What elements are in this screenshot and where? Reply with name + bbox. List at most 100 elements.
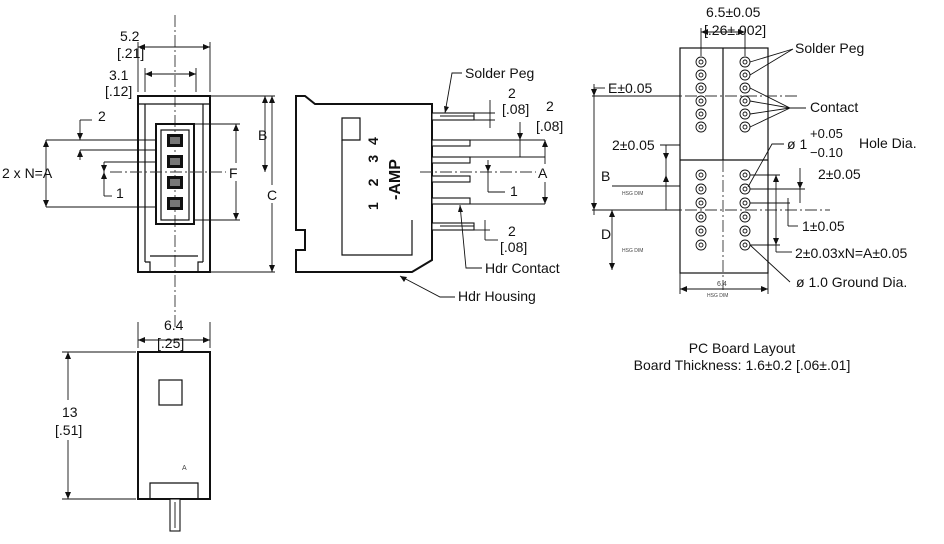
pcb-label-b: B: [601, 168, 610, 184]
side-hdr-contact-leader: [459, 204, 482, 269]
dim-52-mm: 5.2: [120, 28, 140, 44]
side-dim-contact-arrow: [517, 133, 523, 140]
pcb-hsg-note-d: HSG DIM: [622, 248, 643, 254]
front-pin-4-core: [170, 200, 180, 207]
pcb-solder-peg-leaders: [749, 48, 794, 76]
pcb-caption: PC Board Layout Board Thickness: 1.6±0.2…: [634, 340, 851, 373]
pcb-holes-top-left: [695, 56, 707, 133]
side-solder-peg-arrow: [444, 106, 449, 113]
pcb-hole-inner: [742, 172, 748, 178]
side-housing-outline: [295, 95, 433, 273]
pcb-hole-inner: [698, 124, 704, 130]
dim-64-in: [.25]: [157, 335, 184, 351]
pcb-dim-pitch-arrow: [797, 182, 803, 189]
side-solder-peg-top: [431, 112, 475, 121]
front-pin-1-core: [170, 137, 180, 144]
side-notch-top: [341, 117, 361, 141]
front-pin-squares: [167, 134, 183, 210]
pcb-hole-inner: [698, 59, 704, 65]
side-dim-peg-in: [.08]: [502, 101, 529, 117]
side-solder-peg-bottom: [431, 222, 475, 231]
side-solder-peg-leader: [444, 72, 462, 114]
pcb-hole-inner: [698, 214, 704, 220]
side-hdr-housing-arrow: [400, 276, 407, 282]
dim-2-arrow-b: [77, 150, 83, 157]
pcb-hole-inner: [742, 72, 748, 78]
pcb-dim-d-arrows: [609, 210, 615, 270]
pcb-ground-dia-label: ø 1.0 Ground Dia.: [796, 274, 907, 290]
pcb-hole-inner: [698, 172, 704, 178]
side-solder-peg-label: Solder Peg: [465, 65, 534, 81]
side-dim-a-arrows: [542, 140, 548, 204]
pcb-hole-inner: [742, 228, 748, 234]
pcb-hole-inner: [742, 200, 748, 206]
dim-f-bg: [226, 163, 244, 181]
pcb-holes-bottom-left: [695, 169, 707, 251]
dim-13-in: [.51]: [55, 422, 82, 438]
pcb-dim-65-in: [.26±.002]: [704, 22, 766, 38]
pcb-hsg-note-b: HSG DIM: [622, 191, 643, 197]
side-pin-1: [431, 139, 471, 147]
dim-13-bg: [52, 400, 86, 440]
pcb-hole-inner: [742, 124, 748, 130]
caption-title: PC Board Layout: [689, 340, 796, 356]
dim-2-arrow: [77, 133, 83, 140]
pcb-hole-inner: [698, 242, 704, 248]
side-dim-a-bg: [536, 164, 552, 182]
pcb-holes: [695, 56, 751, 251]
pcb-dim-bottom-note: HSG DIM: [707, 293, 728, 299]
side-notch-bottom: [341, 220, 413, 256]
side-view: 4 1 2 3 -AMP Solder Peg 2 [.08] 2: [295, 65, 563, 304]
pcb-hole-inner: [698, 200, 704, 206]
pcb-hole-inner: [742, 242, 748, 248]
side-dim-peg-mm: 2: [508, 85, 516, 101]
dim-b-label: B: [258, 127, 267, 143]
pcb-holes-top-right: [739, 56, 751, 133]
front-housing-outline: [137, 95, 211, 273]
front-view: 5.2 [.21] 3.1 [.12] 2 x N=A 2 1: [2, 15, 279, 330]
bottom-window: [158, 379, 183, 406]
dim-2xn-label: 2 x N=A: [2, 165, 53, 181]
pcb-hole-inner: [698, 228, 704, 234]
side-hdr-contact-arrow: [458, 205, 463, 212]
dim-52-in: [.21]: [117, 45, 144, 61]
bottom-view: A 6.4 [.25] 13 [.51]: [52, 317, 211, 532]
pcb-dim-formula-arrows: [773, 175, 779, 245]
front-pin-2-core: [170, 158, 180, 165]
side-pin-2: [431, 156, 471, 164]
side-pin-number-4: 4: [365, 137, 381, 145]
pcb-dim-pitch-label: 2±0.05: [818, 166, 861, 182]
dim-c-bg: [265, 185, 279, 203]
caption-thickness: Board Thickness: 1.6±0.2 [.06±.01]: [634, 357, 851, 373]
side-dim-contact-mm: 2: [546, 98, 554, 114]
bottom-foot: [149, 482, 199, 499]
side-dim-bottom-mm: 2: [508, 223, 516, 239]
dim-f-label: F: [229, 165, 238, 181]
side-pins: [431, 112, 475, 231]
pcb-hole-tol-minus: −0.10: [810, 145, 843, 160]
pcb-hole-dia-prefix: ø 1: [787, 136, 807, 152]
pcb-hole-inner: [698, 111, 704, 117]
dim-c-label: C: [267, 187, 277, 203]
bottom-marker: A: [182, 465, 187, 472]
dim-1-arrows: [101, 165, 107, 179]
front-pin-window-inner: [160, 129, 190, 221]
dim-31-in: [.12]: [105, 83, 132, 99]
front-pin-3-core: [170, 179, 180, 186]
pcb-hole-inner: [698, 85, 704, 91]
pcb-hole-inner: [698, 186, 704, 192]
pcb-contact-label: Contact: [810, 99, 858, 115]
pcb-dim-row-arrows: [663, 153, 669, 182]
pcb-hole-inner: [742, 186, 748, 192]
dim-1-label: 1: [116, 185, 124, 201]
pcb-dim-formula-label: 2±0.03xN=A±0.05: [795, 245, 907, 261]
side-dim-1-arrow: [485, 165, 491, 172]
side-dim-contact-in: [.08]: [536, 118, 563, 134]
pcb-holes-bottom-right: [739, 169, 751, 251]
dim-31-mm: 3.1: [109, 67, 129, 83]
pcb-hole-tol-plus: +0.05: [810, 126, 843, 141]
side-dim-bottom-in: [.08]: [500, 239, 527, 255]
pcb-hole-inner: [742, 98, 748, 104]
pcb-dim-65-mm: 6.5±0.05: [706, 4, 761, 20]
